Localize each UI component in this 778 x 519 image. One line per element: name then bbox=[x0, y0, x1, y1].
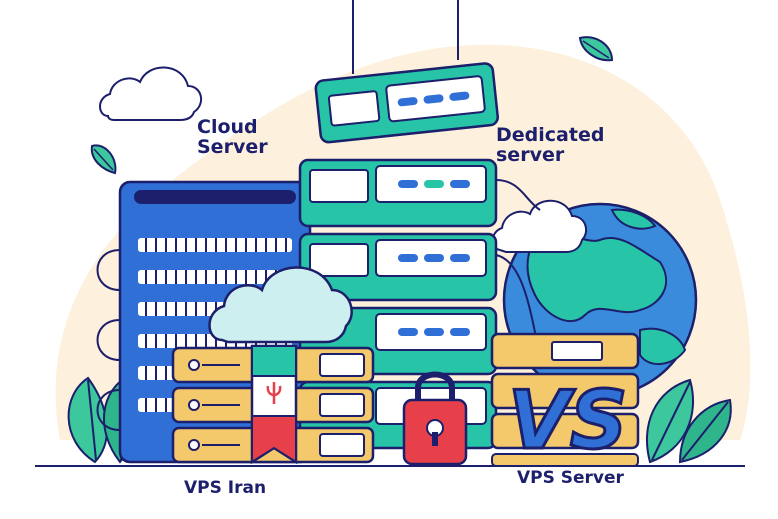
label-vps-iran: VPS Iran bbox=[184, 478, 267, 498]
iran-flag-icon bbox=[250, 344, 298, 465]
hanging-server bbox=[314, 62, 499, 144]
padlock-icon bbox=[402, 371, 468, 466]
label-cloud-line1: Cloud bbox=[197, 116, 258, 138]
label-dedicated-line1: Dedicated bbox=[496, 124, 605, 146]
label-dedicated-server: Dedicated server bbox=[496, 124, 605, 166]
dedicated-stack bbox=[298, 158, 541, 450]
label-cloud-server: Cloud Server bbox=[197, 116, 268, 158]
vs-mark: VS bbox=[507, 373, 630, 469]
leaf-icon bbox=[90, 144, 117, 175]
cloud-icon bbox=[491, 199, 588, 253]
label-vps-server: VPS Server bbox=[517, 468, 624, 488]
leaves-right bbox=[645, 378, 732, 464]
label-cloud-line2: Server bbox=[197, 135, 268, 158]
leaf-icon bbox=[578, 36, 614, 62]
label-dedicated-line2: server bbox=[496, 143, 565, 166]
vps-server-stack bbox=[490, 332, 640, 467]
cloud-icon bbox=[208, 266, 353, 344]
vs-text: VS bbox=[508, 374, 628, 467]
cloud-icon bbox=[99, 66, 203, 121]
